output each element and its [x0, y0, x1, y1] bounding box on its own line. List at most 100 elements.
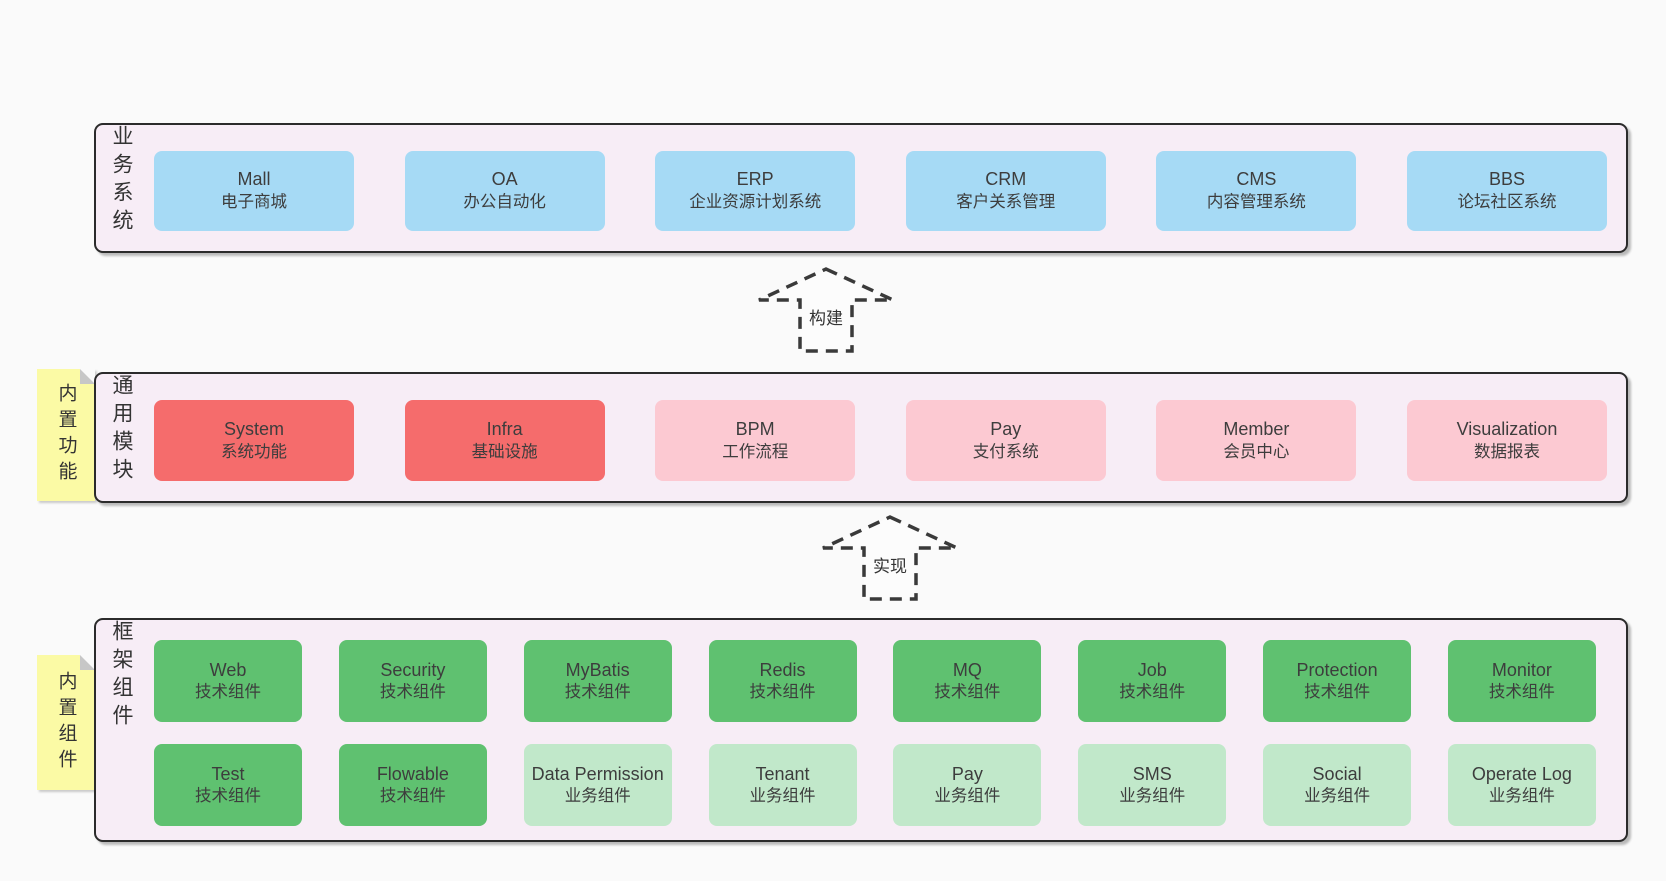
box-title: Social — [1312, 764, 1362, 784]
box-flowable: Flowable 技术组件 — [338, 744, 487, 826]
box-subtitle: 技术组件 — [749, 683, 816, 701]
box-title: Pay — [990, 418, 1022, 439]
box-subtitle: 技术组件 — [195, 787, 261, 805]
box-subtitle: 技术组件 — [564, 683, 631, 701]
box-subtitle: 系统功能 — [221, 442, 287, 461]
box-subtitle: 内容管理系统 — [1206, 193, 1306, 211]
sticky-note-built-in-components: 内置组件 — [37, 655, 95, 790]
folded-corner-icon — [80, 369, 95, 384]
arrow-build: 构建 — [756, 266, 896, 354]
box-erp: ERP 企业资源计划系统 — [655, 151, 856, 231]
band-label-common-modules: 通用模块 — [110, 374, 133, 486]
box-title: CMS — [1236, 169, 1277, 189]
sticky-note-label: 内置功能 — [55, 383, 77, 487]
box-subtitle: 论坛社区系统 — [1457, 193, 1557, 211]
box-subtitle: 基础设施 — [471, 442, 538, 461]
box-subtitle: 工作流程 — [722, 442, 789, 461]
box-visualization: Visualization 数据报表 — [1406, 400, 1607, 481]
box-social: Social 业务组件 — [1263, 744, 1412, 826]
box-pay: Pay 业务组件 — [893, 744, 1042, 826]
box-title: Protection — [1296, 660, 1378, 680]
box-subtitle: 业务组件 — [1304, 787, 1371, 805]
box-title: Monitor — [1491, 660, 1552, 680]
box-bbs: BBS 论坛社区系统 — [1406, 151, 1607, 231]
box-subtitle: 企业资源计划系统 — [689, 193, 822, 211]
box-subtitle: 会员中心 — [1223, 442, 1290, 461]
box-subtitle: 业务组件 — [1488, 787, 1555, 805]
box-subtitle: 业务组件 — [934, 787, 1001, 805]
box-subtitle: 数据报表 — [1473, 442, 1540, 461]
box-job: Job 技术组件 — [1078, 640, 1227, 722]
box-title: CRM — [985, 169, 1027, 189]
box-subtitle: 技术组件 — [1304, 683, 1371, 701]
box-title: Visualization — [1456, 418, 1558, 439]
arrow-label: 实现 — [871, 552, 909, 577]
box-title: MQ — [952, 660, 982, 680]
box-title: Pay — [951, 764, 983, 784]
box-title: SMS — [1132, 764, 1172, 784]
arrow-label: 构建 — [807, 304, 845, 329]
box-subtitle: 业务组件 — [749, 787, 816, 805]
box-subtitle: 支付系统 — [972, 442, 1039, 461]
box-subtitle: 电子商城 — [221, 193, 287, 211]
box-tenant: Tenant 业务组件 — [708, 744, 857, 826]
box-title: BBS — [1488, 169, 1525, 189]
box-pay: Pay 支付系统 — [905, 400, 1106, 481]
box-infra: Infra 基础设施 — [404, 400, 605, 481]
box-crm: CRM 客户关系管理 — [905, 151, 1106, 231]
box-subtitle: 技术组件 — [195, 683, 261, 701]
box-title: Member — [1223, 418, 1290, 439]
box-subtitle: 技术组件 — [1488, 683, 1555, 701]
box-data-permission: Data Permission 业务组件 — [523, 744, 672, 826]
box-title: Data Permission — [531, 764, 664, 784]
box-title: Operate Log — [1471, 764, 1572, 784]
box-protection: Protection 技术组件 — [1263, 640, 1412, 722]
box-subtitle: 业务组件 — [564, 787, 631, 805]
box-system: System 系统功能 — [154, 400, 354, 481]
box-title: Redis — [759, 660, 806, 680]
box-subtitle: 业务组件 — [1119, 787, 1186, 805]
box-title: Test — [211, 764, 245, 784]
band-label-business-systems: 业务系统 — [110, 125, 133, 237]
box-title: Tenant — [755, 764, 810, 784]
box-member: Member 会员中心 — [1156, 400, 1357, 481]
box-cms: CMS 内容管理系统 — [1156, 151, 1357, 231]
box-title: Security — [380, 660, 446, 680]
sticky-note-label: 内置组件 — [55, 670, 77, 775]
box-sms: SMS 业务组件 — [1078, 744, 1227, 826]
box-title: System — [223, 418, 284, 439]
box-title: Flowable — [376, 764, 449, 784]
box-subtitle: 客户关系管理 — [956, 193, 1056, 211]
box-title: Job — [1137, 660, 1167, 680]
box-mybatis: MyBatis 技术组件 — [523, 640, 672, 722]
box-subtitle: 技术组件 — [379, 683, 446, 701]
box-subtitle: 技术组件 — [1119, 683, 1186, 701]
box-test: Test 技术组件 — [154, 744, 302, 826]
box-subtitle: 技术组件 — [379, 787, 446, 805]
box-monitor: Monitor 技术组件 — [1447, 640, 1596, 722]
box-operate-log: Operate Log 业务组件 — [1447, 744, 1596, 826]
sticky-note-built-in-features: 内置功能 — [37, 369, 95, 501]
box-title: OA — [491, 169, 518, 189]
box-title: ERP — [736, 169, 774, 189]
box-title: Web — [209, 660, 247, 680]
band-label-framework-components: 框架组件 — [110, 620, 133, 732]
arrow-implement: 实现 — [820, 514, 960, 602]
box-title: MyBatis — [565, 660, 630, 680]
box-title: Infra — [486, 418, 523, 439]
box-security: Security 技术组件 — [338, 640, 487, 722]
box-redis: Redis 技术组件 — [708, 640, 857, 722]
folded-corner-icon — [80, 655, 95, 670]
